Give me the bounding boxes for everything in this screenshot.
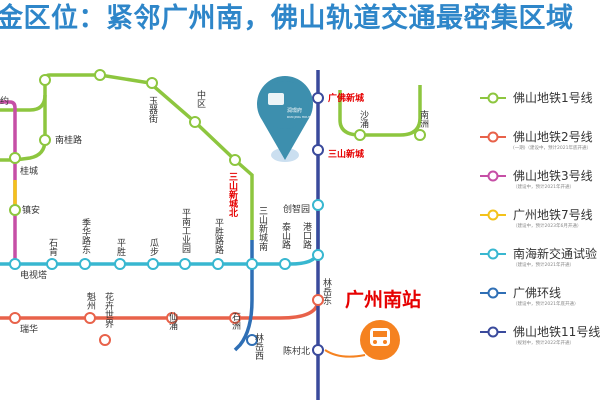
legend-note: （规划中，预计2022年开通） [513, 339, 574, 346]
legend-label: 南海新交通试验 [513, 246, 597, 261]
station-linyue-xi: 林岳西 [253, 332, 264, 361]
legend-item: 佛山地铁3号线（建设中，预计2021年开通） [480, 169, 593, 190]
legend-label: 佛山地铁1号线 [513, 91, 593, 105]
station-guangfoxincheng: 广佛新城 [328, 92, 364, 104]
legend-item: 佛山地铁2号线(一期)（建设中，预计2021年底开通） [480, 130, 593, 151]
station-shayong: 沙涌 [358, 110, 369, 128]
legend-swatch-dot [487, 326, 499, 338]
station-pingsheng: 平胜 [115, 238, 126, 257]
legend-swatch-dot [487, 287, 499, 299]
project-logo-subtext: RUN JING HOUSE [287, 115, 312, 119]
legend-note: （建设中，预计2023年6月开通） [513, 222, 581, 229]
legend-swatch-dot [487, 170, 499, 182]
legend-item: 佛山地铁11号线（规划中，预计2022年开通） [480, 325, 600, 346]
legend-swatch-dot [487, 131, 499, 143]
station-sanshanxinchengbei: 三山新城北 [227, 172, 238, 218]
legend-note: （建设中，预计2021年开通） [513, 261, 574, 268]
station-yue: 约 [0, 95, 9, 107]
project-logo-text: 润璟府 [287, 107, 302, 114]
legend-item: 广州地铁7号线（建设中，预计2023年6月开通） [480, 208, 593, 229]
station-zhenan: 镇安 [22, 204, 40, 216]
legend-label: 广佛环线 [513, 286, 561, 300]
legend-note: (一期)（建设中，预计2021年底开通） [513, 144, 591, 151]
station-gangkoulu: 港口路 [301, 221, 312, 250]
station-huahui-shijie: 花卉世界 [103, 291, 114, 329]
station-markers [9, 69, 426, 356]
station-linyue-dong: 林岳东 [321, 277, 332, 305]
legend-swatch-dot [487, 248, 499, 260]
station-chuangzhiyuan: 创智园 [283, 203, 310, 215]
station-nanzhou: 南洲 [418, 109, 429, 128]
page-headline: 金区位：紧邻广州南，佛山轨道交通最密集区域 [0, 3, 574, 34]
legend-label: 佛山地铁2号线 [513, 130, 593, 144]
train-station-icon [360, 320, 400, 360]
station-jihualudong: 季华路东 [80, 217, 91, 254]
station-kuizhou: 魁州 [85, 291, 96, 310]
station-guabu: 瓜步 [148, 238, 159, 257]
station-nanguilu: 南桂路 [55, 134, 82, 146]
station-shiken: 石肯 [47, 238, 58, 256]
line-3-path [0, 100, 17, 265]
guangzhou-south-label: 广州南站 [345, 288, 421, 311]
guangfo-ring-path [233, 240, 254, 352]
station-xiantong: 仙涌 [167, 311, 178, 330]
station-yuqijie: 玉器街 [147, 96, 158, 124]
project-pin[interactable] [257, 76, 313, 162]
legend-swatch-dot [487, 209, 499, 221]
station-zhongqu: 中区 [195, 89, 206, 108]
legend-item: 佛山地铁1号线 [480, 91, 593, 105]
route-arrow [324, 349, 366, 358]
legend-note: （建设中，预计2021年开通） [513, 183, 574, 190]
station-guicheng: 桂城 [20, 165, 38, 177]
legend-item: 南海新交通试验（建设中，预计2021年开通） [480, 246, 597, 268]
legend-item: 广佛环线（建设中，预计2021年底开通） [480, 286, 578, 307]
legend: 佛山地铁1号线佛山地铁2号线(一期)（建设中，预计2021年底开通）佛山地铁3号… [480, 91, 600, 346]
legend-swatch-dot [487, 92, 499, 104]
station-ruihua: 瑞华 [20, 323, 38, 335]
station-sanshanxincheng: 三山新城 [328, 148, 364, 160]
station-nanhaigongyeyuan: 平南工业园 [180, 208, 191, 254]
line-7-east-path [338, 85, 422, 137]
station-dianshita: 电视塔 [20, 269, 47, 281]
station-sanshanxinchengnan: 三山新城南 [257, 206, 268, 251]
legend-note: （建设中，预计2021年底开通） [513, 300, 578, 307]
station-shizhou: 石洲 [230, 312, 241, 330]
station-taishanlu: 泰山路 [280, 221, 291, 250]
legend-label: 广州地铁7号线 [513, 208, 593, 222]
station-pingshengluzhong: 平胜路路 [213, 218, 224, 255]
legend-label: 佛山地铁3号线 [513, 169, 593, 183]
station-chencunbei: 陈村北 [283, 345, 310, 357]
line-2-path [0, 299, 320, 320]
legend-label: 佛山地铁11号线 [513, 325, 600, 339]
